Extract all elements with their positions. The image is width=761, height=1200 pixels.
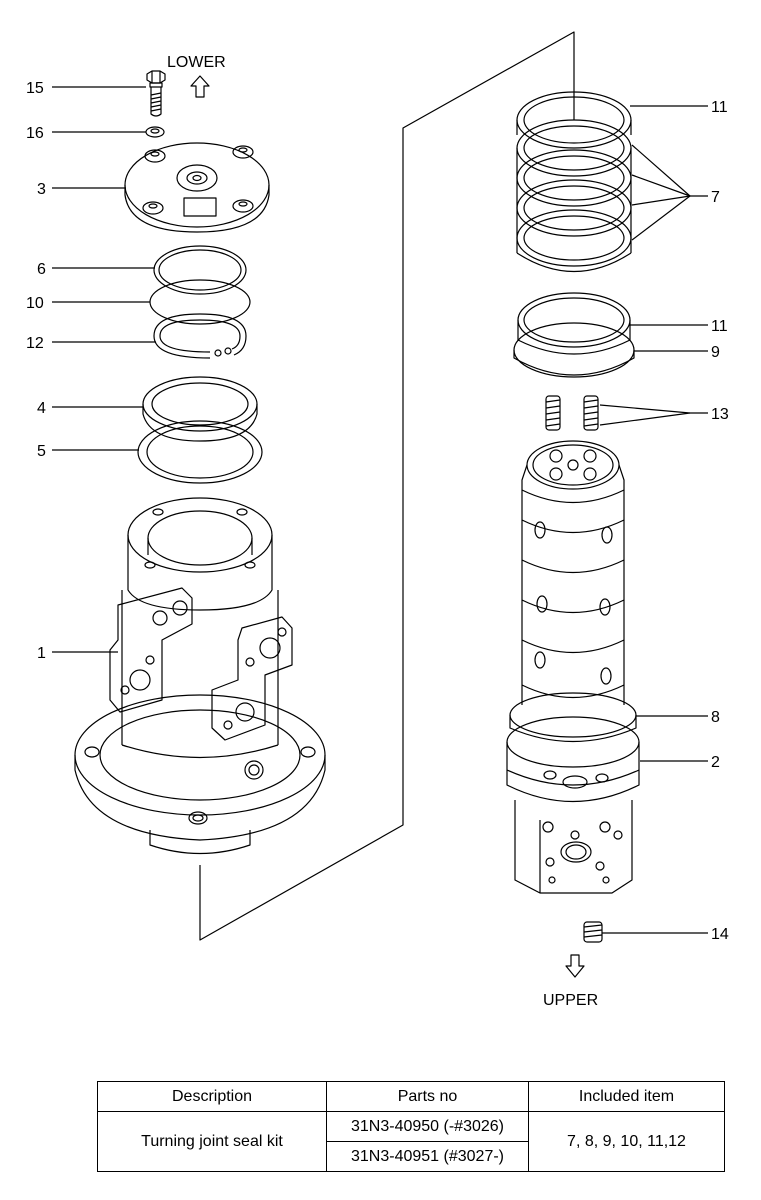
callout-5: 5 [37, 443, 46, 460]
kit-description: Turning joint seal kit [97, 1111, 327, 1172]
part-15-bolt [146, 70, 166, 117]
table-header-row: Description Parts no Included item [97, 1081, 725, 1112]
header-parts-no: Parts no [326, 1081, 529, 1112]
callout-6: 6 [37, 261, 46, 278]
callout-13: 13 [711, 406, 729, 423]
callout-9: 9 [711, 344, 720, 361]
callout-16: 16 [26, 125, 44, 142]
callout-11-top: 11 [711, 99, 728, 116]
header-included-item: Included item [528, 1081, 725, 1112]
part-14-plug [583, 921, 603, 943]
part-2-shaft [506, 440, 640, 894]
upper-arrow-icon [565, 954, 585, 978]
part-5-shim [137, 420, 263, 484]
part-10-oring [149, 279, 251, 325]
table-row: Turning joint seal kit 31N3-40950 (-#302… [97, 1111, 725, 1172]
part-3-cover [124, 142, 270, 233]
part-6-oring [153, 245, 247, 295]
callout-14: 14 [711, 926, 729, 943]
seal-kit-table: Description Parts no Included item Turni… [97, 1081, 725, 1172]
callout-10: 10 [26, 295, 44, 312]
callout-8: 8 [711, 709, 720, 726]
callout-15: 15 [26, 80, 44, 97]
part-1-hub [74, 497, 326, 855]
part-16-washer [145, 126, 165, 138]
part-13-springs [545, 395, 599, 431]
callout-7: 7 [711, 189, 720, 206]
callout-4: 4 [37, 400, 46, 417]
callout-11-lower: 11 [711, 318, 728, 335]
part-4-seal [142, 376, 258, 442]
callout-3: 3 [37, 181, 46, 198]
part-11-9-rings [513, 292, 635, 378]
lower-arrow-icon [190, 75, 210, 98]
assembly-connector-line [199, 31, 575, 941]
kit-included-items: 7, 8, 9, 10, 11,12 [528, 1111, 725, 1172]
exploded-parts-diagram: LOWER [26, 31, 729, 1009]
callout-2: 2 [711, 754, 720, 771]
leader-lines [52, 86, 708, 934]
callout-1: 1 [37, 645, 46, 662]
header-description: Description [97, 1081, 327, 1112]
table-row: 31N3-40951 (#3027-) [98, 1141, 725, 1172]
part-number-1: 31N3-40950 (-#3026) [326, 1111, 529, 1142]
part-12-retaining-ring [153, 313, 247, 359]
lower-label: LOWER [167, 54, 226, 71]
part-number-2: 31N3-40951 (#3027-) [326, 1141, 529, 1172]
callout-12: 12 [26, 335, 44, 352]
upper-label: UPPER [543, 992, 598, 1009]
part-7-seal-stack [516, 91, 632, 273]
